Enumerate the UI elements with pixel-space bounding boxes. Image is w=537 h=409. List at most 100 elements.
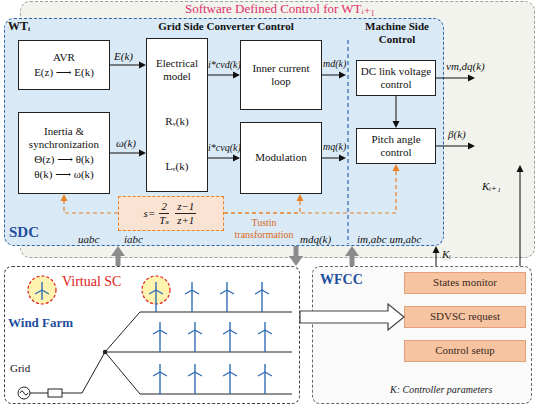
box-text: Control setup [435, 344, 495, 357]
turbine-tower [264, 330, 265, 352]
signal-label: uabc [78, 233, 99, 246]
title-label: Software Defined Control for WTᵢ₊₁ [150, 2, 410, 17]
box-text: Θ(z) ⟶ θ(k) [34, 153, 94, 166]
connector-line [110, 153, 140, 154]
vsc-label: Virtual SC [62, 274, 152, 290]
box-text: SDVSC request [430, 310, 500, 323]
turbine-blade [159, 322, 160, 330]
arrow-head [61, 194, 68, 201]
turbine-tower [194, 372, 195, 394]
turbine-blade [229, 322, 230, 330]
process-box: Pitch angle control [356, 128, 436, 164]
connector [300, 304, 404, 330]
process-box: SDVSC request [404, 306, 526, 328]
connector-line [520, 171, 521, 266]
turbine-blade [265, 372, 272, 376]
box-text: Modulation [255, 151, 306, 164]
turbine-blade [185, 290, 192, 294]
process-box: Modulation [240, 122, 322, 194]
turbine-tower [159, 330, 160, 352]
turbine-blade [194, 364, 195, 372]
feeder [105, 352, 292, 353]
connector [110, 150, 146, 157]
turbine-blade [258, 372, 265, 376]
wind-farm-region: Virtual SCWind FarmGrid [4, 266, 300, 404]
turbine-blade [159, 364, 160, 372]
arrow-head [517, 165, 524, 172]
box-text: E(z) ⟶ E(k) [34, 66, 94, 79]
signal-label: vm,dq(k) [446, 60, 485, 73]
box-text: Inertia & synchronization [22, 125, 106, 151]
turbine-tower [155, 290, 156, 312]
process-box: Inner current loop [240, 40, 322, 110]
formula-text: s= [144, 207, 156, 220]
turbine-blade [156, 290, 163, 294]
box-text: Electrical model [150, 57, 204, 83]
feeder [105, 312, 292, 352]
denominator: Tₛ [159, 214, 169, 227]
turbine-blade [223, 330, 230, 334]
turbine-blade [194, 322, 195, 330]
arrow-head [139, 62, 146, 69]
fraction: 2Tₛ [159, 200, 169, 227]
process-box: States monitor [404, 272, 526, 294]
turbine-tower [191, 290, 192, 312]
box-text: AVR [53, 51, 75, 64]
turbine-blade [149, 290, 156, 294]
connector-line [64, 200, 118, 213]
box-text: Pitch angle control [360, 133, 432, 159]
arrow-head [111, 246, 125, 256]
connector-line [208, 75, 234, 76]
box-text: DC link voltage control [360, 65, 432, 91]
turbine-blade [258, 330, 265, 334]
connector [208, 155, 240, 162]
connector-line [208, 158, 234, 159]
denominator: z+1 [177, 214, 194, 227]
turbine-blade [155, 282, 156, 290]
signal-label: iabc [124, 233, 143, 246]
box-text: θ(k) ⟶ ω(k) [34, 168, 93, 181]
grid-wire [62, 352, 105, 393]
bus-node [103, 350, 107, 354]
turbine-blade [153, 330, 160, 334]
turbine-blade [191, 282, 192, 290]
turbine-blade [153, 372, 160, 376]
connector [289, 246, 303, 266]
turbine-blade [230, 330, 237, 334]
signal-label: im,abc um,abc [357, 233, 421, 246]
process-box: Inertia & synchronizationΘ(z) ⟶ θ(k) θ(k)… [18, 112, 110, 194]
box-text: Rᵥ(k) [165, 115, 188, 128]
turbine-tower [41, 290, 42, 300]
process-box: AVR E(z) ⟶ E(k) [18, 40, 110, 90]
grid-wire [30, 393, 48, 394]
turbine-blade [229, 364, 230, 372]
block-arrow [300, 304, 404, 330]
turbine-tower [261, 290, 262, 312]
connector-line [350, 255, 355, 266]
turbine-blade [255, 290, 262, 294]
wf-label: Wind Farm [8, 316, 98, 331]
box-text: Lᵥ(k) [166, 160, 189, 173]
turbine-blade [192, 290, 199, 294]
grid-source [20, 391, 28, 395]
arrow-head [233, 72, 240, 79]
arrow-head [297, 194, 304, 201]
turbine-blade [230, 372, 237, 376]
turbine-blade [264, 322, 265, 330]
connector [224, 164, 400, 213]
head-label: Grid Side Converter Control [126, 20, 326, 33]
signal-label: ω(k) [116, 137, 136, 150]
wt-label: WTᵢ [8, 20, 48, 34]
virtual-sc-marker [28, 276, 56, 304]
numerator: 2 [159, 200, 169, 214]
sdc-label: SDC [9, 224, 59, 241]
connector-line [396, 96, 397, 122]
turbine-tower [159, 372, 160, 394]
turbine-blade [261, 282, 262, 290]
connector [111, 246, 125, 266]
fraction: z−1z+1 [175, 200, 196, 227]
wfcc-label: WFCC [320, 272, 390, 288]
process-box: Electrical modelRᵥ(k) Lᵥ(k) [146, 38, 208, 192]
turbine-blade [160, 330, 167, 334]
turbine-tower [194, 330, 195, 352]
